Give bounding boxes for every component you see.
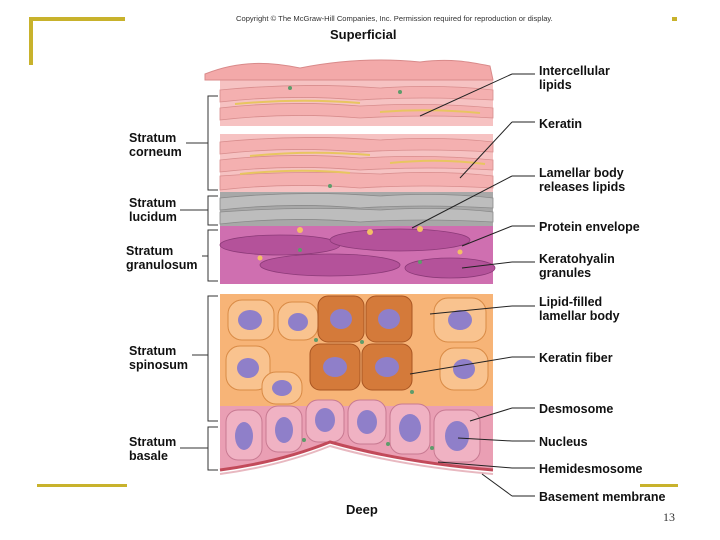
callout-keratin: Keratin <box>539 117 583 131</box>
callout-nucleus: Nucleus <box>539 435 588 449</box>
callout-hemidesmosome: Hemidesmosome <box>539 462 643 476</box>
corner-bracket-horizontal <box>29 17 125 21</box>
stratum-corneum-layer <box>204 59 494 192</box>
copyright-notice: Copyright © The McGraw-Hill Companies, I… <box>236 14 553 23</box>
callout-keratin-fiber: Keratin fiber <box>539 351 613 365</box>
bottom-rule-right <box>640 484 678 487</box>
corner-bracket-vertical <box>29 17 33 65</box>
callout-desmosome: Desmosome <box>539 402 614 416</box>
corner-dot <box>672 17 677 21</box>
callout-basement-membrane: Basement membrane <box>539 490 666 504</box>
page-number: 13 <box>663 510 675 524</box>
stratum-granulosum-layer <box>219 226 496 284</box>
bottom-rule-left <box>37 484 127 487</box>
callout-protein-envelope: Protein envelope <box>539 220 640 234</box>
stratum-lucidum-layer <box>219 192 494 226</box>
stratum-spinosum-layer <box>220 294 493 406</box>
stratum-basale-layer <box>219 399 494 475</box>
superficial-label: Superficial <box>330 27 397 42</box>
deep-label: Deep <box>346 502 378 517</box>
